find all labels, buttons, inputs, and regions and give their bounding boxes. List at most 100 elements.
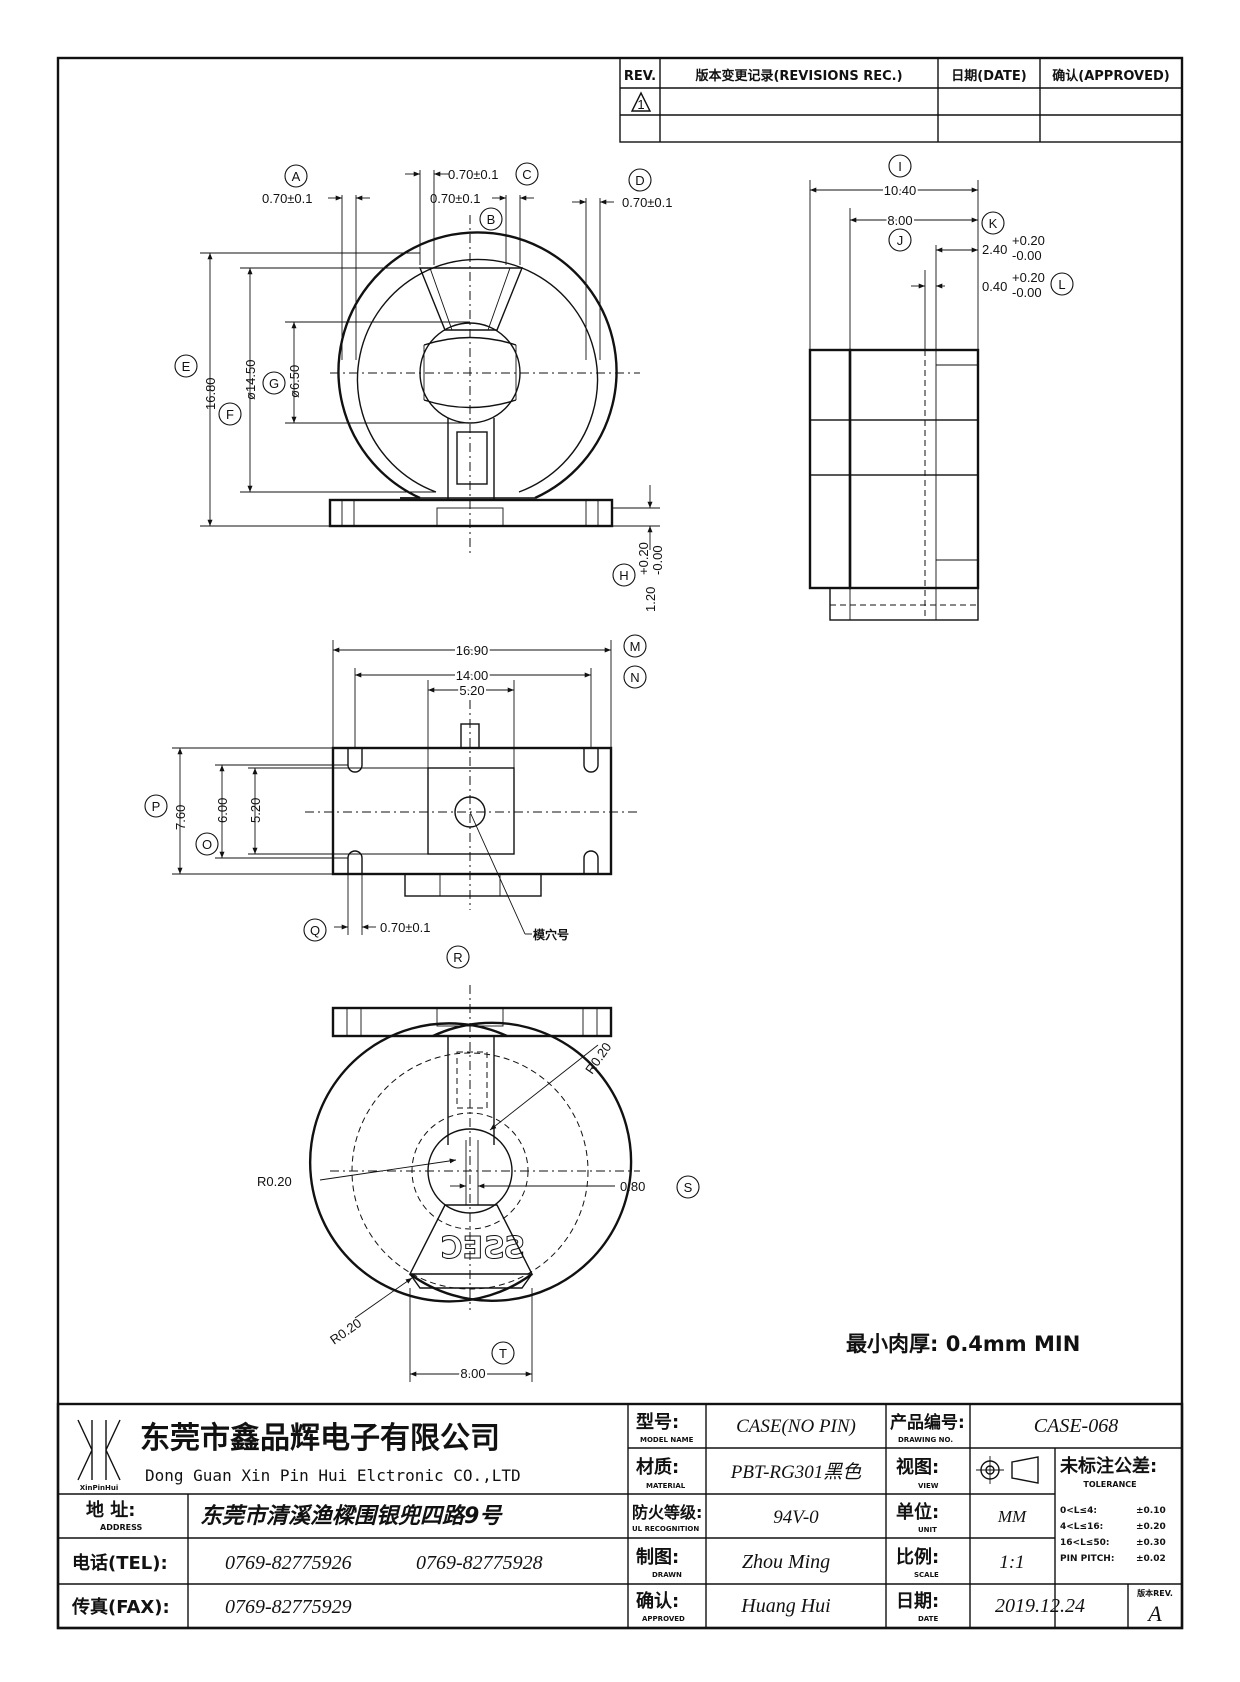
svg-text:B: B [487, 212, 496, 227]
approved-header: 确认(APPROVED) [1052, 68, 1169, 84]
svg-text:P: P [152, 799, 161, 814]
dim-q: 0.70±0.1 [380, 920, 431, 935]
svg-text:4<L≤16:: 4<L≤16: [1060, 1522, 1103, 1532]
radius-r020-top: R0.20 [582, 1040, 614, 1077]
svg-text:DATE: DATE [918, 1615, 938, 1623]
material-value: PBT-RG301黑色 [730, 1461, 863, 1483]
svg-text:±0.02: ±0.02 [1136, 1554, 1166, 1564]
rev-header: REV. [624, 69, 656, 84]
svg-text:±0.20: ±0.20 [1136, 1522, 1166, 1532]
svg-text:T: T [499, 1346, 507, 1361]
min-wall-note: 最小肉厚: 0.4mm MIN [846, 1332, 1080, 1356]
drawn-value: Zhou Ming [742, 1551, 830, 1573]
svg-text:防火等级:: 防火等级: [632, 1503, 702, 1522]
rev-value: A [1146, 1601, 1162, 1626]
dim-o: 6.00 [215, 798, 230, 823]
svg-text:1: 1 [637, 97, 644, 112]
tel-1: 0769-82775926 [225, 1552, 352, 1574]
svg-text:N: N [630, 670, 639, 685]
svg-text:单位:: 单位: [896, 1501, 939, 1523]
tel-2: 0769-82775928 [416, 1552, 543, 1574]
svg-text:型号:: 型号: [636, 1411, 679, 1433]
svg-text:0<L≤4:: 0<L≤4: [1060, 1506, 1097, 1516]
dim-f: ø14.50 [243, 360, 258, 400]
company-name-en: Dong Guan Xin Pin Hui Elctronic CO.,LTD [145, 1466, 521, 1485]
svg-text:-0.00: -0.00 [1012, 285, 1042, 300]
svg-text:C: C [522, 167, 531, 182]
revision-table: REV. 版本变更记录(REVISIONS REC.) 日期(DATE) 确认(… [619, 57, 1183, 143]
svg-text:S: S [684, 1180, 693, 1195]
unit-value: MM [997, 1507, 1027, 1526]
svg-text:F: F [226, 407, 234, 422]
svg-text:地 址:: 地 址: [86, 1499, 135, 1521]
svg-text:+0.20: +0.20 [1012, 233, 1045, 248]
svg-text:DRAWING NO.: DRAWING NO. [898, 1436, 953, 1444]
dim-n: 14.00 [456, 668, 489, 683]
svg-text:J: J [897, 233, 904, 248]
svg-text:MATERIAL: MATERIAL [646, 1482, 686, 1490]
bottom-view: SSEC R R0.20 R0.20 R0.20 0.80 S 8.00 T [257, 945, 700, 1383]
svg-text:UNIT: UNIT [918, 1526, 937, 1534]
dim-j: 8.00 [887, 213, 912, 228]
svg-text:+0.20: +0.20 [1012, 270, 1045, 285]
svg-text:Q: Q [310, 923, 320, 938]
side-view: 10.40 I 8.00 J K 2.40 +0.20 -0.00 0.40 +… [808, 154, 1074, 621]
revision-triangle-icon: 1 [630, 91, 652, 112]
svg-text:DRAWN: DRAWN [652, 1571, 682, 1579]
company-name-cn: 东莞市鑫品辉电子有限公司 [140, 1421, 500, 1456]
cavity-number-note: 模穴号 [533, 927, 569, 942]
dim-k: 2.40 [982, 242, 1007, 257]
svg-text:MODEL NAME: MODEL NAME [640, 1436, 694, 1444]
dim-h: 1.20 [643, 587, 658, 612]
approved-value: Huang Hui [740, 1595, 830, 1617]
svg-text:XinPinHui: XinPinHui [80, 1484, 119, 1492]
svg-text:I: I [898, 159, 902, 174]
svg-text:R: R [453, 950, 462, 965]
dim-i: 10.40 [884, 183, 917, 198]
dim-e: 16.80 [203, 377, 218, 410]
svg-text:H: H [619, 568, 628, 583]
svg-text:±0.30: ±0.30 [1136, 1538, 1166, 1548]
tolerance-label: 未标注公差: [1060, 1455, 1157, 1477]
fax-value: 0769-82775929 [225, 1596, 352, 1618]
dim-a: 0.70±0.1 [262, 191, 313, 206]
drawing-no-value: CASE-068 [1034, 1415, 1118, 1437]
svg-text:L: L [1058, 277, 1065, 292]
svg-text:版本REV.: 版本REV. [1136, 1588, 1173, 1598]
svg-text:日期:: 日期: [896, 1591, 939, 1612]
svg-text:ADDRESS: ADDRESS [100, 1523, 143, 1532]
company-logo: XinPinHui [77, 1419, 121, 1492]
ul-value: 94V-0 [773, 1507, 819, 1528]
svg-text:O: O [202, 837, 212, 852]
revisions-header: 版本变更记录(REVISIONS REC.) [695, 68, 902, 84]
dim-t: 8.00 [460, 1366, 485, 1381]
dim-d: 0.70±0.1 [622, 195, 673, 210]
svg-text:A: A [292, 169, 301, 184]
date-header: 日期(DATE) [951, 69, 1026, 84]
scale-value: 1:1 [999, 1552, 1024, 1573]
svg-text:比例:: 比例: [896, 1546, 939, 1568]
svg-text:16<L≤50:: 16<L≤50: [1060, 1538, 1109, 1548]
front-view: A 0.70±0.1 0.70±0.1 C 0.70±0.1 B 0.70±0.… [174, 162, 673, 612]
svg-text:电话(TEL):: 电话(TEL): [72, 1552, 168, 1574]
dim-n2: 5.20 [459, 683, 484, 698]
svg-text:确认:: 确认: [636, 1590, 679, 1612]
svg-text:M: M [630, 639, 641, 654]
svg-text:D: D [635, 173, 644, 188]
svg-text:SCALE: SCALE [914, 1571, 939, 1579]
dim-m: 16.90 [456, 643, 489, 658]
svg-text:-0.00: -0.00 [1012, 248, 1042, 263]
dim-b: 0.70±0.1 [430, 191, 481, 206]
dim-g: ø6.50 [287, 365, 302, 398]
svg-text:材质:: 材质: [636, 1456, 679, 1478]
radius-r020-bottom: R0.20 [327, 1315, 364, 1347]
svg-text:±0.10: ±0.10 [1136, 1506, 1166, 1516]
svg-text:制图:: 制图: [636, 1547, 679, 1568]
svg-text:APPROVED: APPROVED [642, 1615, 685, 1623]
embossed-ssec: SSEC [441, 1231, 525, 1266]
dim-o2: 5.20 [248, 798, 263, 823]
date-value: 2019.12.24 [995, 1595, 1085, 1617]
svg-text:视图:: 视图: [896, 1456, 939, 1478]
svg-text:E: E [182, 359, 191, 374]
